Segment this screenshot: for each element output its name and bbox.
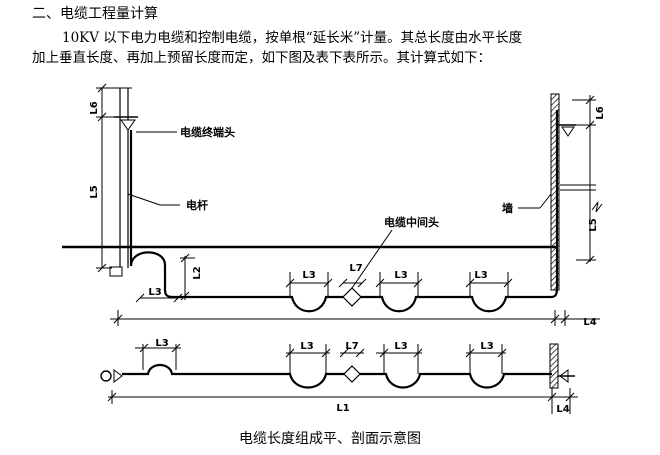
dim-L3-plan-3: L3: [394, 341, 407, 352]
dim-L3-plan-4: L3: [480, 341, 493, 352]
label-wall: 墙: [502, 201, 513, 215]
dim-L3-plan-2: L3: [300, 341, 313, 352]
pole-plan-symbol: [100, 370, 112, 382]
dim-L5-left: L5: [89, 185, 100, 198]
cable-joint-symbol: [342, 287, 362, 307]
dim-L4-section: L4: [583, 317, 596, 328]
label-cable-terminal: 电缆终端头: [180, 125, 235, 139]
paragraph-line-1: 10KV 以下电力电缆和控制电缆，按单根“延长米”计量。其总长度由水平长度: [62, 30, 523, 46]
section-heading: 二、电缆工程量计算: [32, 6, 158, 22]
terminal-plan-left: [113, 369, 123, 383]
dim-L6-right: L6: [595, 106, 606, 119]
dim-L3-pole: L3: [148, 287, 161, 298]
wall-plan: [549, 343, 559, 389]
cable-terminal-symbol: [114, 116, 138, 131]
wall: [550, 93, 560, 291]
dimension-section-overall: [110, 310, 600, 326]
dim-L7-section: L7: [349, 263, 362, 274]
dim-L3-section-1: L3: [302, 270, 315, 281]
cable-route-plan: [122, 363, 552, 389]
label-cable-joint: 电缆中间头: [384, 215, 439, 229]
intro-paragraph: 10KV 以下电力电缆和控制电缆，按单根“延长米”计量。其总长度由水平长度 加上…: [32, 28, 642, 68]
dim-L1: L1: [336, 403, 349, 414]
dim-L7-plan: L7: [345, 341, 358, 352]
dim-L4-plan: L4: [556, 404, 569, 415]
dimension-section-top: [285, 272, 513, 297]
dim-L6-left: L6: [89, 101, 100, 114]
dim-L3-section-3: L3: [474, 270, 487, 281]
dimension-L3-pole: [135, 293, 183, 303]
leader-wall: [539, 193, 552, 209]
leader-joint: [351, 229, 393, 289]
dim-L3-section-2: L3: [394, 270, 407, 281]
dimension-plan-top: [135, 343, 507, 374]
wall-terminal-symbol: [558, 124, 576, 137]
label-pole: 电杆: [186, 198, 208, 212]
paragraph-line-2: 加上垂直长度、再加上预留长度而定，如下图及表下表所示。其计算式如下：: [32, 50, 491, 66]
dim-L2: L2: [192, 266, 203, 279]
figure-caption: 电缆长度组成平、剖面示意图: [239, 431, 421, 447]
dim-L5-right: L5: [588, 218, 599, 231]
dimension-right-vertical: [560, 95, 603, 265]
dimension-plan-overall: [107, 388, 578, 414]
dimension-L2: [180, 253, 195, 301]
utility-pole: [109, 88, 129, 277]
dim-L3-plan-1: L3: [155, 338, 168, 349]
dimension-left-vertical: [96, 83, 132, 273]
cable-joint-plan-symbol: [343, 365, 361, 383]
